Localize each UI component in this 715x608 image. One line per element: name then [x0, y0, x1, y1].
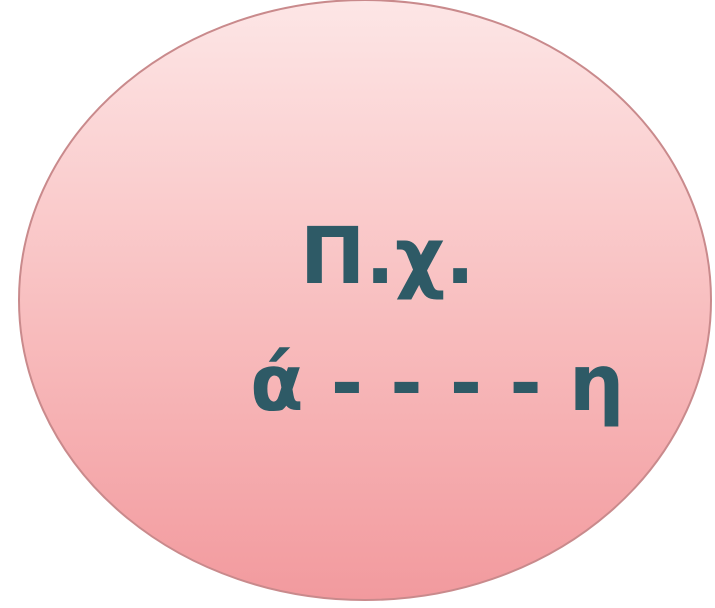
word-pattern: ά - - - - η — [250, 339, 625, 429]
example-label: Π.χ. — [300, 212, 475, 302]
